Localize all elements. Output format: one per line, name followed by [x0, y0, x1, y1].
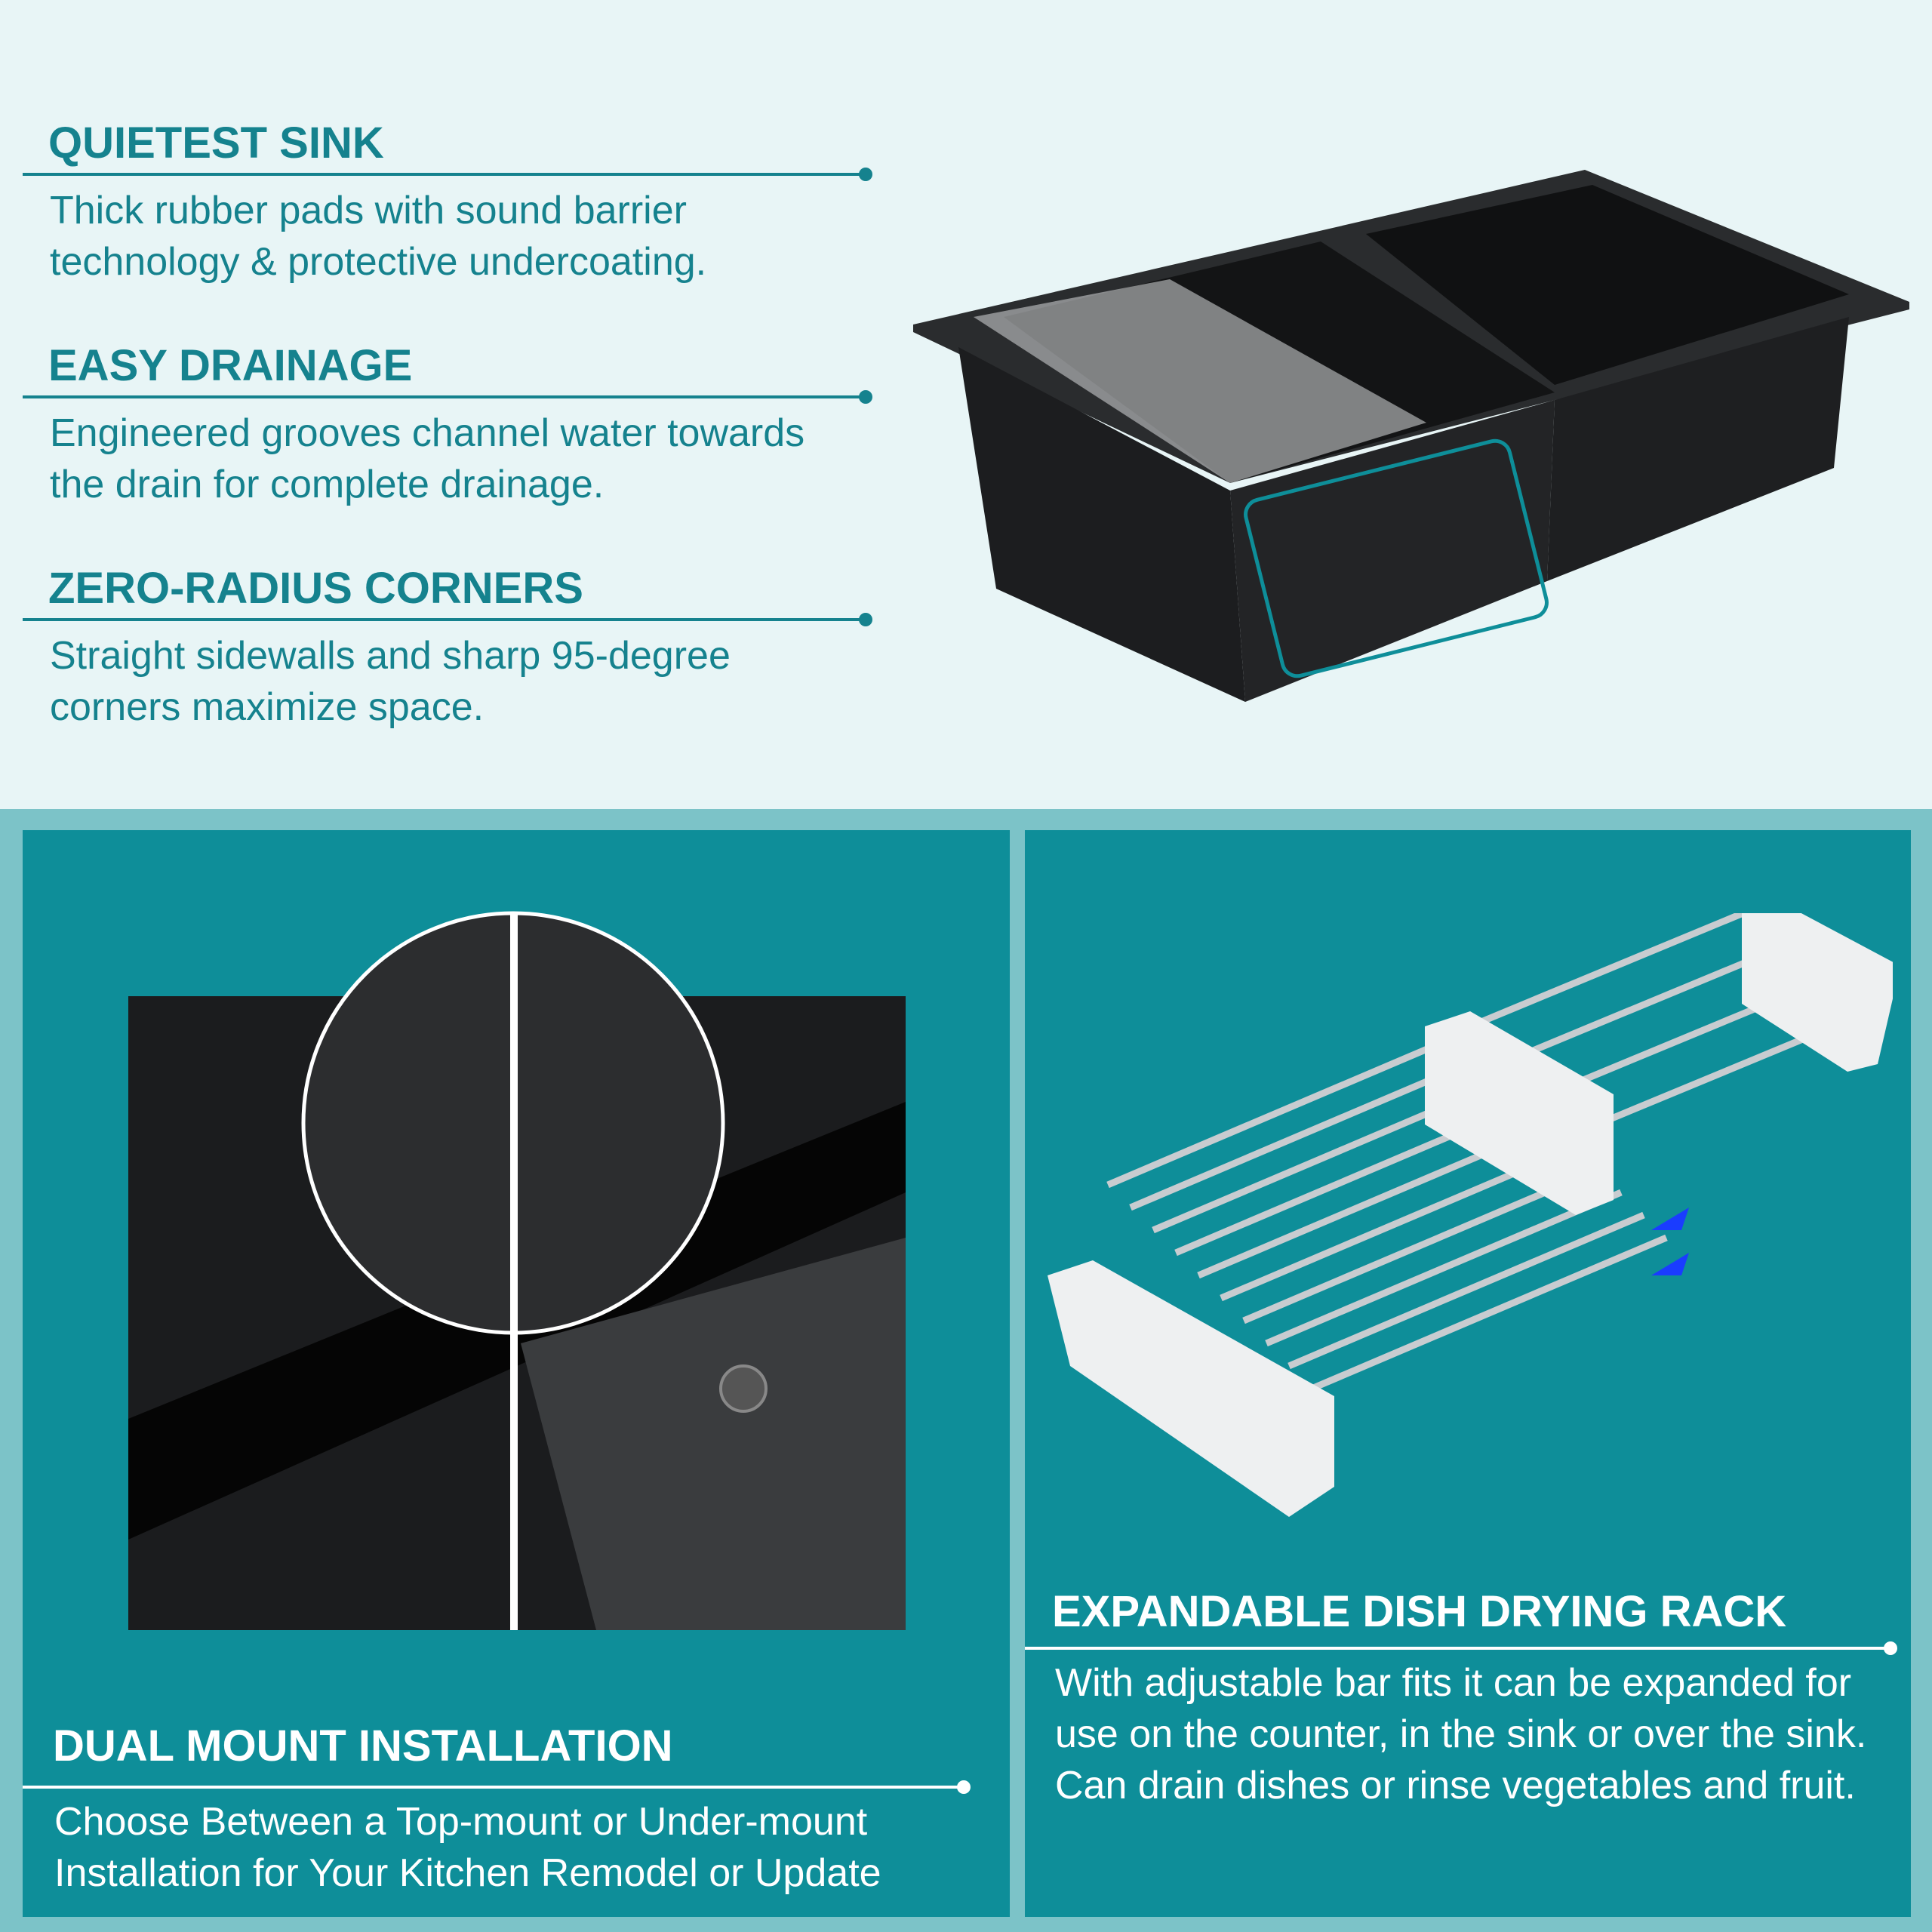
feature-easy-drainage: EASY DRAINAGE Engineered grooves channel… [23, 340, 872, 510]
feature-zero-radius: ZERO-RADIUS CORNERS Straight sidewalls a… [23, 562, 872, 733]
panel-title: EXPANDABLE DISH DRYING RACK [1052, 1587, 1787, 1636]
panel-text: With adjustable bar fits it can be expan… [1055, 1661, 1867, 1807]
feature-text: Engineered grooves channel water towards… [50, 411, 805, 506]
divider [23, 1780, 971, 1794]
divider [23, 613, 872, 626]
divider [23, 390, 872, 404]
feature-title: ZERO-RADIUS CORNERS [48, 564, 583, 613]
feature-text: Thick rubber pads with sound barrier tec… [50, 189, 707, 284]
panel-title: DUAL MOUNT INSTALLATION [53, 1721, 673, 1770]
feature-title: EASY DRAINAGE [48, 341, 413, 390]
drying-rack-image [1048, 913, 1893, 1517]
drying-rack-panel: EXPANDABLE DISH DRYING RACK With adjusta… [1025, 830, 1911, 1917]
panel-text: Choose Between a Top-mount or Under-moun… [54, 1800, 881, 1895]
dual-mount-panel: DUAL MOUNT INSTALLATION Choose Between a… [23, 830, 1010, 1917]
feature-quietest-sink: QUIETEST SINK Thick rubber pads with sou… [23, 117, 872, 288]
mount-closeup-image [128, 911, 906, 1630]
feature-text: Straight sidewalls and sharp 95-degree c… [50, 634, 731, 729]
sink-image [913, 170, 1909, 702]
divider [23, 168, 872, 181]
divider [1025, 1641, 1897, 1655]
feature-title: QUIETEST SINK [48, 118, 384, 168]
